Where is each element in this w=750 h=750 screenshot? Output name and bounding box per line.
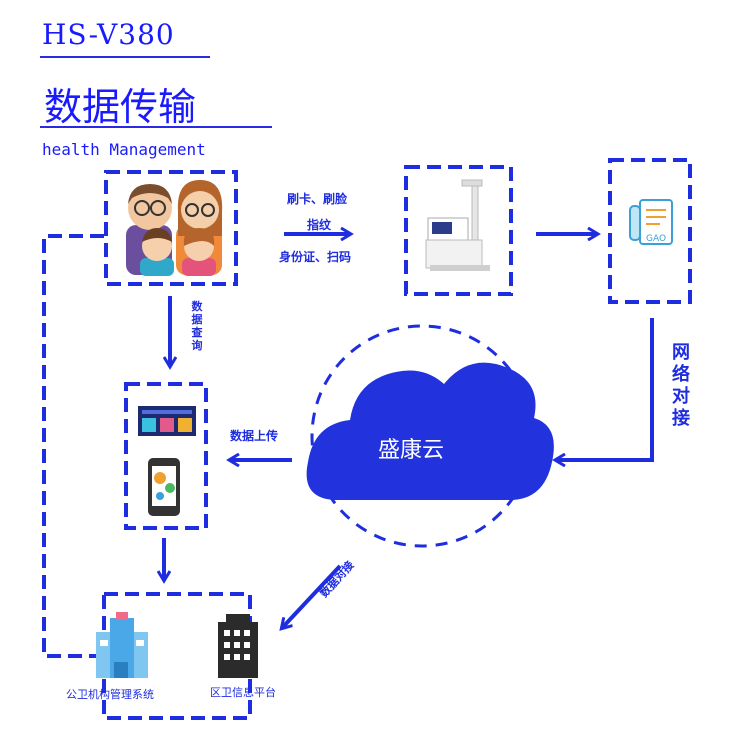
family-icon: [126, 180, 223, 276]
health-station-icon: [425, 179, 490, 271]
family-box: [104, 170, 238, 286]
network-link-label: 网络对接: [672, 342, 690, 429]
report-box: [608, 158, 692, 304]
input-methods-label-2: 指纹: [307, 218, 332, 232]
model-title: HS-V380: [42, 18, 175, 51]
office-building-icon: [218, 614, 258, 678]
return-connector: [42, 234, 104, 658]
cloud-shape: [306, 324, 554, 548]
platform-box: [102, 592, 252, 720]
public-health-system-label: 公卫机构管理系统: [66, 688, 154, 701]
arrow-data-link: [282, 564, 342, 628]
data-query-label: 数据查询: [191, 300, 203, 352]
hospital-icon: [96, 612, 148, 678]
input-methods-label-1: 刷卡、刷脸: [287, 192, 348, 206]
network-link-connector: [556, 318, 654, 460]
input-methods-label-3: 身份证、扫码: [279, 250, 352, 264]
divider-line: [40, 56, 210, 58]
data-upload-label: 数据上传: [230, 429, 279, 443]
report-icon: GAO: [629, 199, 673, 245]
phone-icon: [148, 458, 180, 516]
mobile-box: [124, 382, 208, 530]
dashboard-icon: [138, 406, 196, 436]
divider-line: [40, 126, 272, 128]
device-box: [404, 165, 513, 296]
page-title: 数据传输: [44, 85, 197, 129]
cloud-label: 盛康云: [378, 438, 445, 463]
page-subtitle: health Management: [42, 140, 206, 159]
svg-text:GAO: GAO: [646, 234, 666, 244]
regional-platform-label: 区卫信息平台: [210, 686, 276, 699]
